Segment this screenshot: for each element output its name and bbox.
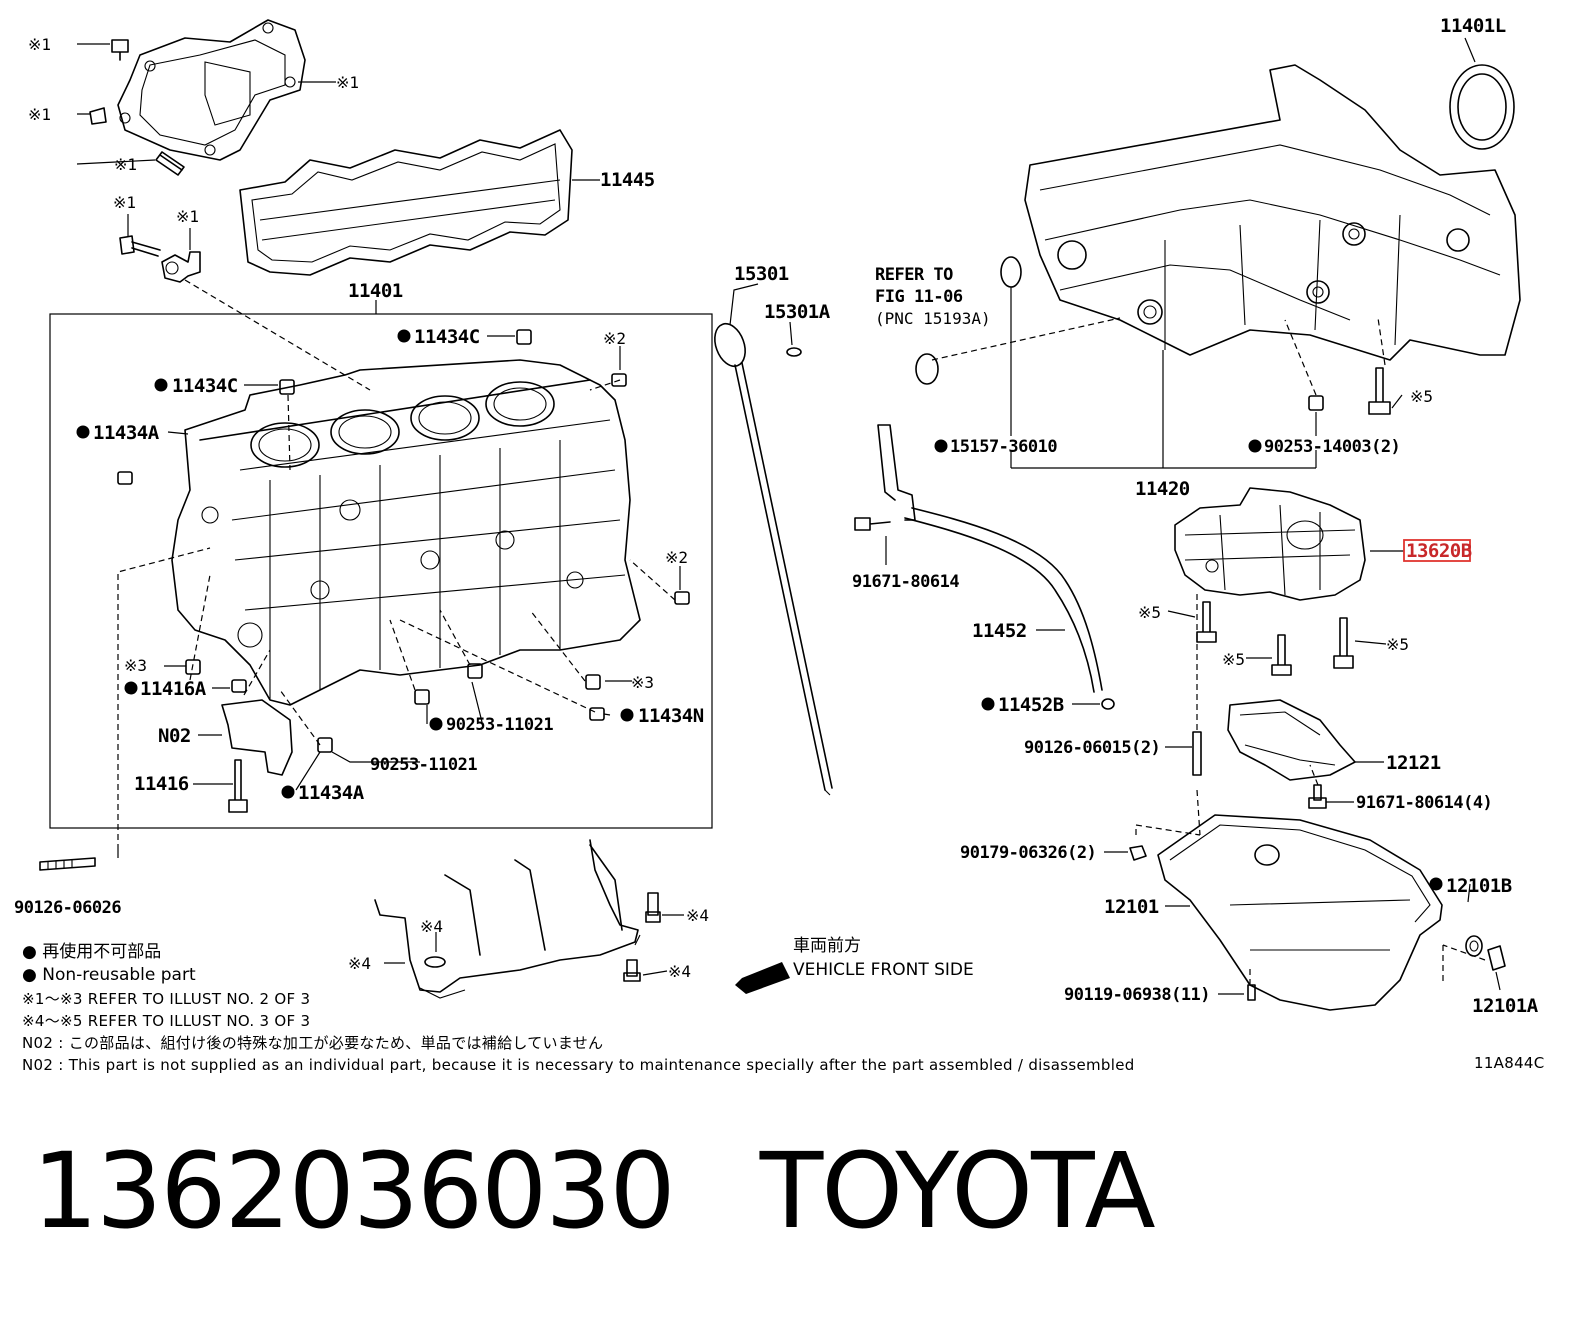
harness-bracket-drawing	[374, 839, 661, 999]
part-label-90119-06938: 90119-06938(11)	[1064, 985, 1210, 1005]
part-label-11416: 11416	[134, 773, 189, 795]
oil-pan-12101-drawing	[1157, 814, 1443, 1011]
leader-lines	[76, 37, 1501, 995]
pin-90253-14003	[1308, 395, 1324, 411]
ref1-label: ※1	[114, 155, 137, 174]
upper-oil-pan-drawing	[1024, 64, 1521, 361]
ref1-label: ※1	[113, 193, 136, 212]
oil-pump-13620B-drawing	[1174, 487, 1366, 601]
ref3-label: ※3	[631, 673, 654, 692]
part-label-12101A: 12101A	[1472, 995, 1539, 1017]
legend-nonreusable-jp: ● 再使用不可部品	[22, 941, 161, 962]
part-label-90179-06326: 90179-06326(2)	[960, 843, 1096, 863]
vehicle-front-arrow	[735, 962, 790, 994]
gauge-guide-11452-drawing	[854, 424, 1115, 710]
vehicle-front-en: VEHICLE FRONT SIDE	[793, 960, 974, 980]
bolt-sensor-drawing	[119, 235, 201, 283]
gasket-11445-drawing	[239, 129, 573, 276]
part-label-11452B: 11452B	[998, 694, 1064, 716]
part-label-15301: 15301	[734, 263, 789, 285]
ref1-label: ※1	[28, 35, 51, 54]
part-label-11420: 11420	[1135, 478, 1190, 500]
part-label-13620B: 13620B	[1406, 540, 1472, 562]
highlight-box-13620B	[1403, 539, 1471, 562]
part-label-11434N: 11434N	[638, 705, 704, 727]
diagram-code: 11A844C	[1474, 1054, 1545, 1072]
part-label-11416A: 11416A	[140, 678, 207, 700]
ref5-label: ※5	[1222, 650, 1245, 669]
o-ring-15157	[1000, 256, 1022, 288]
cover-bracket-drawing	[89, 19, 306, 176]
part-label-91671-80614: 91671-80614	[852, 572, 959, 592]
part-label-90253-14003: 90253-14003(2)	[1264, 437, 1400, 457]
ref4-label: ※4	[420, 917, 443, 936]
ref4-label: ※4	[668, 962, 691, 981]
dipstick-15301-drawing	[714, 322, 833, 796]
caption-part-number: 1362036030	[32, 1130, 676, 1252]
dashed-lines	[117, 279, 1486, 985]
ref1-label: ※1	[336, 73, 359, 92]
part-label-11434C: 11434C	[414, 326, 480, 348]
part-label-12101: 12101	[1104, 896, 1159, 918]
pump-bolts	[1196, 601, 1354, 676]
ref2-label: ※2	[603, 329, 626, 348]
part-label-90253-11021: 90253-11021	[370, 755, 477, 775]
refer-line-3: (PNC 15193A)	[875, 309, 991, 328]
caption: 1362036030 TOYOTA	[32, 1130, 1156, 1252]
ref5-label: ※5	[1138, 603, 1161, 622]
ref5-label: ※5	[1386, 635, 1409, 654]
stud-90126-06015	[1192, 731, 1202, 776]
part-label-11452: 11452	[972, 620, 1027, 642]
bolt-5-upper	[1368, 367, 1391, 415]
part-label-90126-06015: 90126-06015(2)	[1024, 738, 1160, 758]
part-label-12101B: 12101B	[1446, 875, 1512, 897]
refer-line-1: REFER TO	[875, 265, 953, 285]
ref1-label: ※1	[176, 207, 199, 226]
part-label-90126-06026: 90126-06026	[14, 898, 121, 918]
legend-ref45: ※4～※5 REFER TO ILLUST NO. 3 OF 3	[22, 1012, 310, 1030]
ref4-label: ※4	[348, 954, 371, 973]
bolt-91671-80614-4	[1308, 784, 1327, 809]
caption-brand: TOYOTA	[759, 1130, 1156, 1252]
legend-n02-en: N02 : This part is not supplied as an in…	[22, 1056, 1135, 1074]
part-label-11445: 11445	[600, 169, 655, 191]
nut-90179	[1129, 845, 1147, 861]
part-label-11434A: 11434A	[93, 422, 160, 444]
legend-nonreusable-en: ● Non-reusable part	[22, 965, 196, 985]
cylinder-block-drawing	[171, 359, 641, 706]
baffle-12121-drawing	[1227, 699, 1356, 781]
block-small-parts	[117, 329, 690, 813]
o-ring-refer	[915, 353, 939, 385]
part-label-11434A: 11434A	[298, 782, 365, 804]
part-label-11401: 11401	[348, 280, 403, 302]
oil-seal-11401L-drawing	[1449, 64, 1515, 150]
nonreusable-dots	[76, 329, 1443, 891]
part-label-15157-36010: 15157-36010	[950, 437, 1057, 457]
ref4-label: ※4	[686, 906, 709, 925]
ref1-label: ※1	[28, 105, 51, 124]
part-label-15301A: 15301A	[764, 301, 831, 323]
ref5-label: ※5	[1410, 387, 1433, 406]
ref2-label: ※2	[665, 548, 688, 567]
part-label-90253-11021: 90253-11021	[446, 715, 553, 735]
drain-plug-parts	[1247, 935, 1506, 1001]
vehicle-front-jp: 車両前方	[793, 936, 861, 956]
refer-line-2: FIG 11-06	[875, 287, 963, 307]
part-label-11401L: 11401L	[1440, 15, 1506, 37]
cylinder-block-group-frame	[49, 313, 713, 829]
n02-label: N02	[158, 725, 191, 747]
part-label-11434C: 11434C	[172, 375, 238, 397]
ref3-label: ※3	[124, 656, 147, 675]
legend-ref13: ※1～※3 REFER TO ILLUST NO. 2 OF 3	[22, 990, 310, 1008]
part-label-12121: 12121	[1386, 752, 1441, 774]
stud-90126-06026-drawing	[39, 857, 96, 871]
part-label-91671-80614-4: 91671-80614(4)	[1356, 793, 1492, 813]
legend-n02-jp: N02 : この部品は、組付け後の特殊な加工が必要なため、単品では補給していませ…	[22, 1034, 603, 1052]
